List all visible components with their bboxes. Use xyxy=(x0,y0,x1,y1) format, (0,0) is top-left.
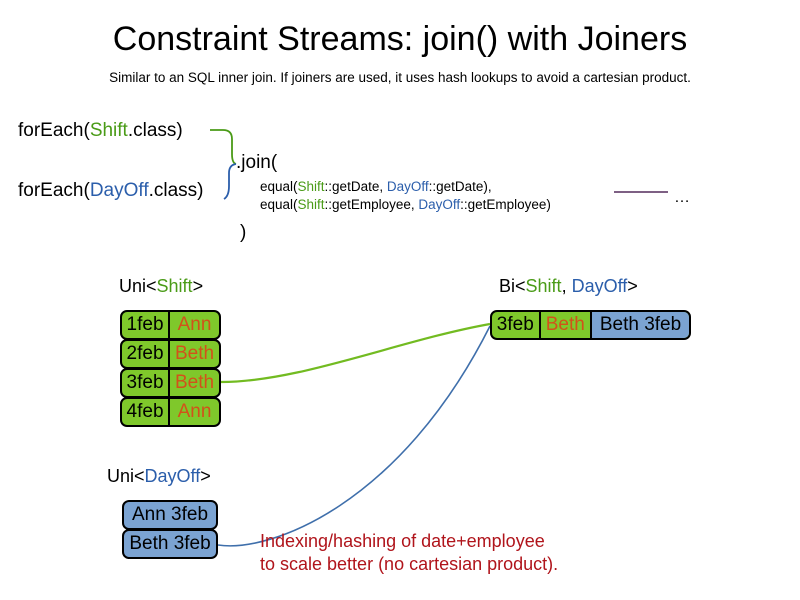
shift-row-1[interactable]: 1feb Ann xyxy=(120,310,221,340)
label-uni-dayoff-prefix: Uni< xyxy=(107,466,145,486)
equal2-left-type: Shift xyxy=(297,197,325,212)
shift-row-4[interactable]: 4feb Ann xyxy=(120,397,221,427)
shift-row-2-employee: Beth xyxy=(174,343,215,364)
shift-row-3-date: 3feb xyxy=(126,372,164,393)
label-bi-suffix: > xyxy=(627,276,638,296)
label-uni-dayoff-type: DayOff xyxy=(144,466,201,486)
shift-row-4-employee: Ann xyxy=(177,401,212,422)
label-bi-shift-dayoff: Bi<Shift, DayOff> xyxy=(499,276,638,297)
code-join-close: ) xyxy=(240,222,247,243)
page-subtitle: Similar to an SQL inner join. If joiners… xyxy=(109,70,691,85)
label-uni-shift: Uni<Shift> xyxy=(119,276,203,297)
equal2-right-method: ::getEmployee) xyxy=(460,197,551,212)
shift-row-3-employee: Beth xyxy=(174,372,215,393)
cell-divider xyxy=(168,399,171,425)
code-foreach-shift-prefix: forEach( xyxy=(18,120,90,141)
shift-row-4-date: 4feb xyxy=(126,401,164,422)
bi-tuple-row[interactable]: 3feb Beth Beth 3feb xyxy=(490,310,691,340)
label-bi-comma: , xyxy=(561,276,572,296)
bi-tuple-dayoff: Beth 3feb xyxy=(592,312,689,338)
dayoff-row-1[interactable]: Ann 3feb xyxy=(122,500,218,530)
shift-row-2-date: 2feb xyxy=(126,343,164,364)
code-equal-line-2: equal(Shift::getEmployee, DayOff::getEmp… xyxy=(260,197,551,212)
dayoff-row-2-value: Beth 3feb xyxy=(129,533,211,554)
label-bi-type-b: DayOff xyxy=(571,276,628,296)
equal2-prefix: equal( xyxy=(260,197,298,212)
shift-row-2[interactable]: 2feb Beth xyxy=(120,339,221,369)
equal1-right-type: DayOff xyxy=(386,179,429,194)
connector-shift-row-to-bi xyxy=(220,322,491,384)
cell-divider xyxy=(590,312,593,338)
shift-row-1-employee: Ann xyxy=(177,314,212,335)
label-bi-prefix: Bi< xyxy=(499,276,526,296)
bi-tuple-employee: Beth xyxy=(545,314,585,335)
connector-dayoff-to-join xyxy=(223,163,237,200)
bi-tuple-date: 3feb xyxy=(496,314,534,335)
code-join-open: .join( xyxy=(236,152,278,173)
cell-divider xyxy=(538,312,541,338)
label-uni-shift-prefix: Uni< xyxy=(119,276,157,296)
code-foreach-dayoff-prefix: forEach( xyxy=(18,180,90,201)
cell-divider xyxy=(168,370,171,396)
label-uni-dayoff-suffix: > xyxy=(200,466,211,486)
page-title: Constraint Streams: join() with Joiners xyxy=(112,20,688,58)
continuation-ellipsis: … xyxy=(674,189,691,206)
cell-divider xyxy=(168,341,171,367)
label-bi-type-a: Shift xyxy=(525,276,562,296)
connector-shift-to-join xyxy=(210,129,237,165)
code-equal-line-1: equal(Shift::getDate, DayOff::getDate), xyxy=(260,179,492,194)
code-foreach-dayoff-suffix: .class) xyxy=(148,180,204,201)
label-uni-dayoff: Uni<DayOff> xyxy=(107,466,211,487)
dayoff-row-2[interactable]: Beth 3feb xyxy=(122,529,218,559)
explanation-note-line-1: Indexing/hashing of date+employee xyxy=(260,531,545,551)
explanation-note-line-2: to scale better (no cartesian product). xyxy=(260,554,559,574)
equal1-left-type: Shift xyxy=(297,179,325,194)
equal1-right-method: ::getDate), xyxy=(428,179,492,194)
connector-dayoff-row-to-bi xyxy=(217,325,491,547)
equal1-left-method: ::getDate, xyxy=(324,179,387,194)
equal2-left-method: ::getEmployee, xyxy=(324,197,419,212)
label-uni-shift-type: Shift xyxy=(156,276,193,296)
shift-row-1-date: 1feb xyxy=(126,314,164,335)
dayoff-row-1-value: Ann 3feb xyxy=(131,504,209,525)
equal2-right-type: DayOff xyxy=(418,197,461,212)
equal1-prefix: equal( xyxy=(260,179,298,194)
code-foreach-dayoff: forEach(DayOff.class) xyxy=(18,180,204,202)
cell-divider xyxy=(168,312,171,338)
code-foreach-shift-type: Shift xyxy=(89,120,128,141)
label-uni-shift-suffix: > xyxy=(192,276,204,296)
explanation-note: Indexing/hashing of date+employee to sca… xyxy=(260,530,558,576)
shift-row-3[interactable]: 3feb Beth xyxy=(120,368,221,398)
code-foreach-shift-suffix: .class) xyxy=(127,120,183,141)
code-foreach-dayoff-type: DayOff xyxy=(89,180,149,201)
code-foreach-shift: forEach(Shift.class) xyxy=(18,120,183,142)
